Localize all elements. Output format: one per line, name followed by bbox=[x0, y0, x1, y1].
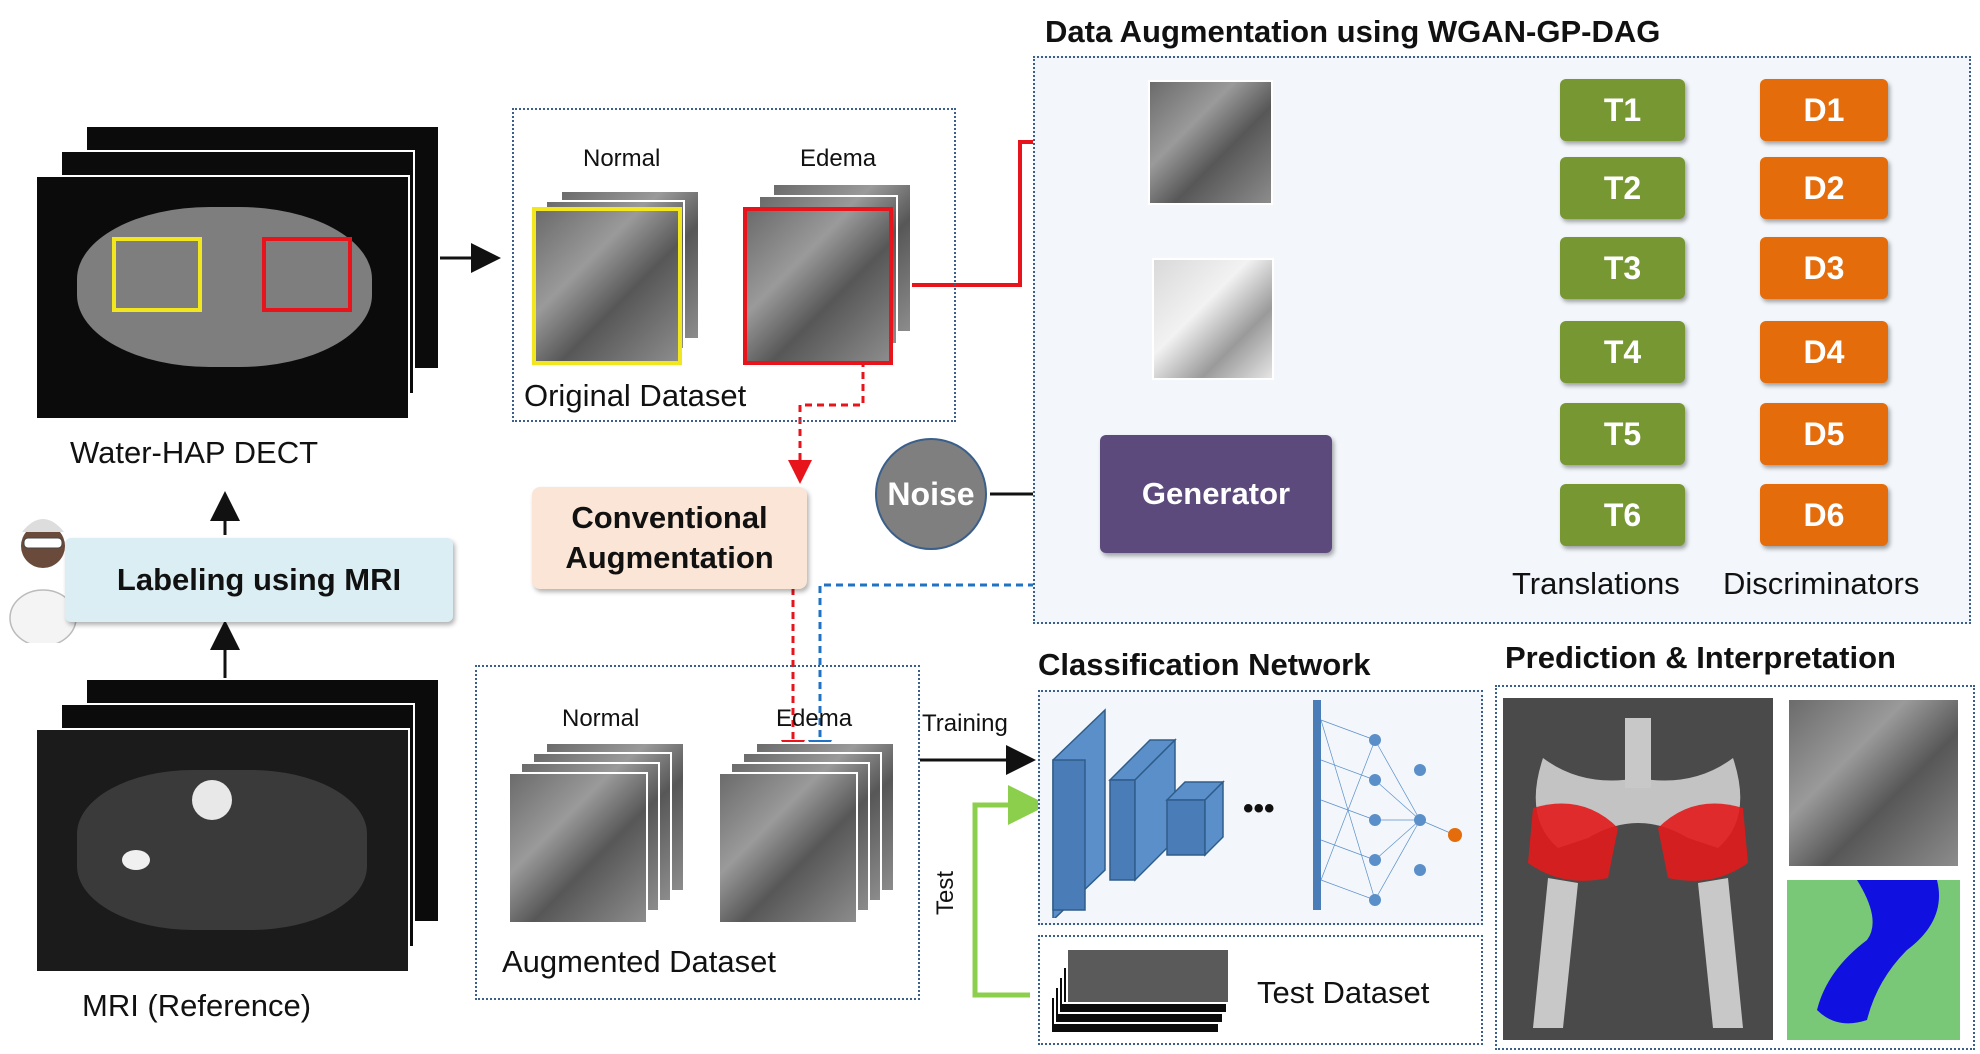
discriminator-d4: D4 bbox=[1760, 321, 1888, 383]
pelvis-heatmap-image bbox=[1503, 698, 1773, 1040]
arrow-edema-to-conventional bbox=[788, 360, 865, 484]
fc-layer bbox=[1320, 719, 1456, 901]
training-label: Training bbox=[922, 710, 1008, 737]
dect-scan-image bbox=[35, 175, 410, 420]
cnn-diagram: ••• bbox=[1052, 700, 1462, 918]
test-dataset-caption: Test Dataset bbox=[1257, 975, 1430, 1010]
augmented-normal-image bbox=[508, 772, 648, 924]
test-dataset-box bbox=[1038, 935, 1483, 1045]
translation-t6: T6 bbox=[1560, 484, 1685, 546]
generated-edema-image bbox=[1152, 258, 1274, 380]
original-edema-image bbox=[743, 207, 893, 365]
wgan-title: Data Augmentation using WGAN-GP-DAG bbox=[1045, 14, 1661, 49]
conventional-line2: Augmentation bbox=[565, 540, 774, 575]
labeling-box: Labeling using MRI bbox=[65, 538, 453, 622]
labeling-label: Labeling using MRI bbox=[116, 562, 402, 597]
generator-box: Generator bbox=[1100, 435, 1332, 553]
dect-caption: Water-HAP DECT bbox=[70, 435, 319, 470]
noise-label: Noise bbox=[887, 475, 975, 512]
interpretation-heatmap-image bbox=[1787, 880, 1960, 1040]
original-normal-label: Normal bbox=[583, 145, 661, 172]
translations-caption: Translations bbox=[1512, 566, 1680, 601]
discriminators-caption: Discriminators bbox=[1723, 566, 1920, 601]
doctor-icon bbox=[8, 498, 78, 647]
ellipsis-dots: ••• bbox=[1243, 792, 1275, 825]
test-dataset-stack bbox=[1050, 948, 1232, 1038]
fc-neurons bbox=[1369, 734, 1426, 906]
classification-title: Classification Network bbox=[1038, 647, 1371, 682]
conv-block-2 bbox=[1108, 738, 1177, 882]
discriminator-d3: D3 bbox=[1760, 237, 1888, 299]
flatten-bar bbox=[1313, 700, 1321, 910]
noise-node: Noise bbox=[875, 438, 987, 550]
original-caption: Original Dataset bbox=[524, 378, 747, 413]
discriminator-d5: D5 bbox=[1760, 403, 1888, 465]
discriminator-d2: D2 bbox=[1760, 157, 1888, 219]
prediction-box bbox=[1495, 685, 1975, 1050]
translation-t5: T5 bbox=[1560, 403, 1685, 465]
conv-block-1 bbox=[1052, 708, 1106, 918]
generator-label: Generator bbox=[1141, 476, 1291, 511]
mri-caption: MRI (Reference) bbox=[82, 988, 312, 1023]
discriminator-d1: D1 bbox=[1760, 79, 1888, 141]
original-normal-image bbox=[532, 207, 682, 365]
mri-scan-image bbox=[35, 728, 410, 973]
augmented-caption: Augmented Dataset bbox=[502, 944, 777, 979]
translation-t1: T1 bbox=[1560, 79, 1685, 141]
output-neuron bbox=[1448, 828, 1462, 842]
original-dataset-box bbox=[512, 108, 956, 422]
test-label: Test bbox=[932, 870, 959, 915]
augmented-edema-image bbox=[718, 772, 858, 924]
augmented-normal-label: Normal bbox=[562, 705, 640, 732]
augmented-edema-label: Edema bbox=[776, 705, 853, 732]
conv-block-3 bbox=[1165, 780, 1225, 857]
translation-t4: T4 bbox=[1560, 321, 1685, 383]
conventional-line1: Conventional bbox=[571, 500, 768, 535]
real-edema-image bbox=[1148, 80, 1273, 205]
arrow-test-loop bbox=[972, 785, 1048, 998]
original-edema-label: Edema bbox=[800, 145, 877, 172]
discriminator-d6: D6 bbox=[1760, 484, 1888, 546]
translation-t2: T2 bbox=[1560, 157, 1685, 219]
dect-stack bbox=[35, 125, 445, 425]
prediction-title: Prediction & Interpretation bbox=[1505, 640, 1896, 675]
conventional-augmentation-box: Conventional Augmentation bbox=[532, 487, 807, 589]
augmented-dataset-box bbox=[475, 665, 920, 1000]
translation-t3: T3 bbox=[1560, 237, 1685, 299]
mri-stack bbox=[35, 678, 445, 978]
interpretation-grayscale-image bbox=[1787, 698, 1960, 868]
